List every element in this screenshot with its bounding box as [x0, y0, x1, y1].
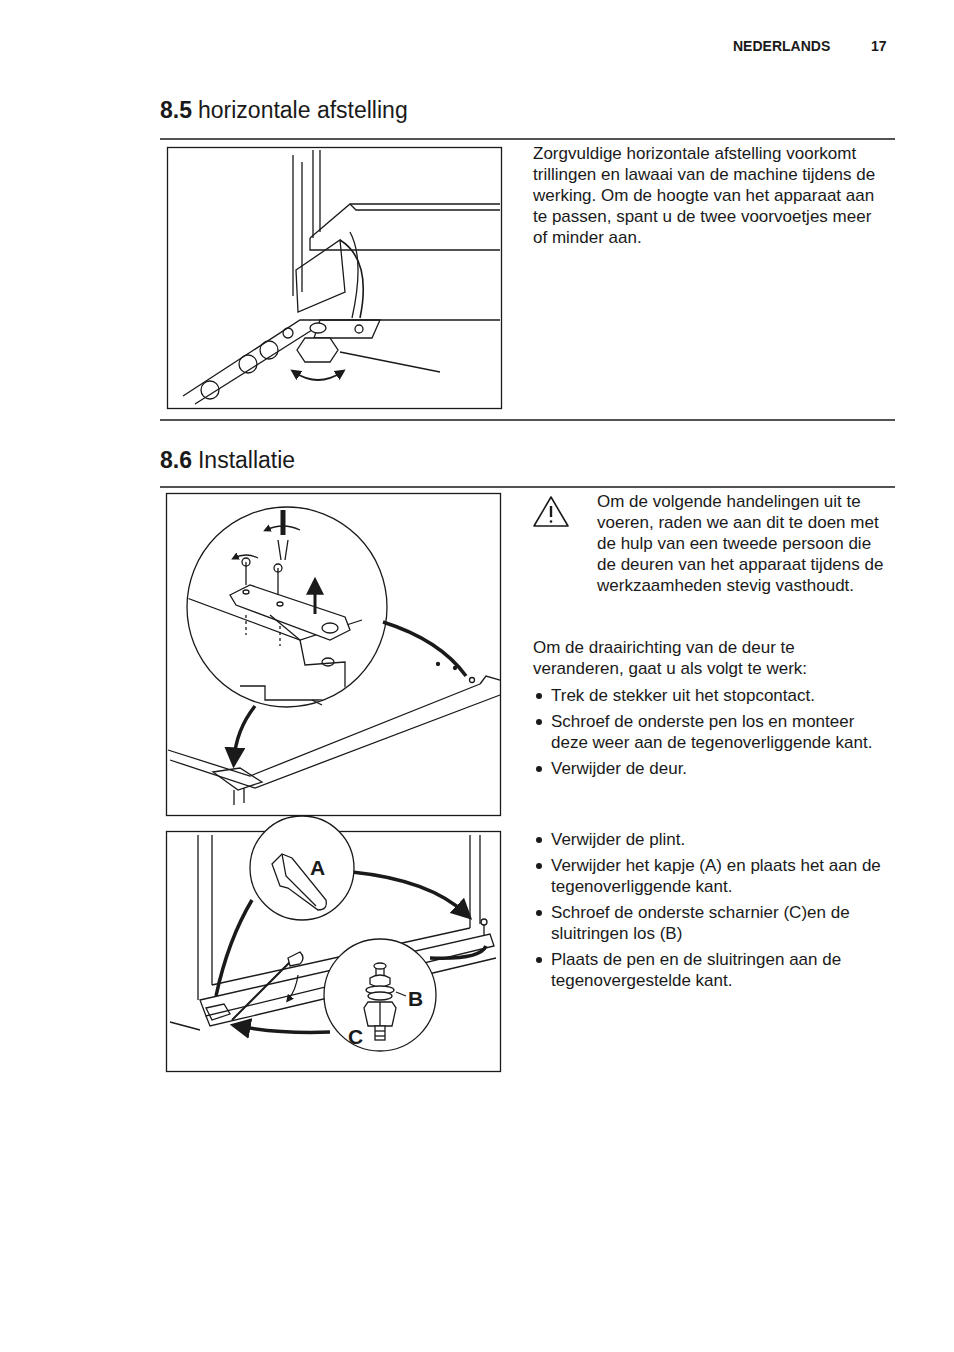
body-paragraph: Zorgvuldige horizontale afstelling voork…	[533, 143, 888, 248]
body-paragraph: Om de draairichting van de deur te veran…	[533, 637, 888, 679]
bullet-dot	[536, 837, 542, 843]
bullet-dot	[536, 693, 542, 699]
bullet-dot	[536, 910, 542, 916]
section-number: 8.5	[160, 96, 192, 124]
step-item: Verwijder de plint.	[551, 829, 891, 850]
callout-letter: C	[348, 1024, 363, 1049]
step-item: Plaats de pen en de sluitringen aan de t…	[551, 949, 891, 991]
section-number: 8.6	[160, 446, 192, 474]
step-item: Schroef de onderste pen los en monteer d…	[551, 711, 891, 753]
section-title: Installatie	[198, 446, 295, 474]
page-number: 17	[871, 38, 901, 55]
language-header: NEDERLANDS	[733, 38, 863, 55]
step-item: Verwijder het kapje (A) en plaats het aa…	[551, 855, 891, 897]
callout-letter: A	[310, 855, 325, 880]
bullet-dot	[536, 719, 542, 725]
step-item: Trek de stekker uit het stopcontact.	[551, 685, 891, 706]
bullet-dot	[536, 766, 542, 772]
step-item: Verwijder de deur.	[551, 758, 891, 779]
warning-text: Om de volgende handelingen uit te voeren…	[597, 491, 889, 596]
step-item: Schroef de onderste scharnier (C)en de s…	[551, 902, 891, 944]
bullet-dot	[536, 957, 542, 963]
section-title: horizontale afstelling	[198, 96, 408, 124]
callout-letter: B	[408, 986, 423, 1011]
bullet-dot	[536, 863, 542, 869]
